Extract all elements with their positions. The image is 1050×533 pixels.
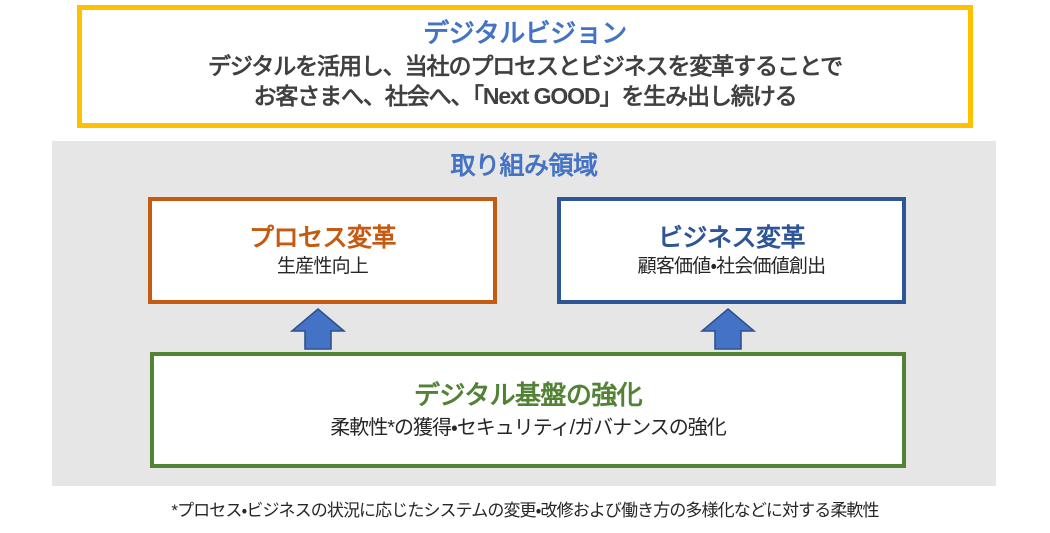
scope-panel-heading: 取り組み領域 (450, 152, 598, 180)
foundation-digital-platform: デジタル基盤の強化 柔軟性*の獲得・セキュリティ/ガバナンスの強化 (150, 352, 906, 468)
pillar-business-title: ビジネス変革 (657, 223, 806, 252)
arrow-up-icon-to-business (700, 307, 756, 351)
arrow-up-icon-to-process (290, 307, 346, 351)
scope-panel: 取り組み領域 プロセス変革 生産性向上 ビジネス変革 顧客価値・社会価値創出 デ… (52, 141, 996, 486)
pillar-business-transformation: ビジネス変革 顧客価値・社会価値創出 (557, 197, 906, 304)
pillar-business-subtitle: 顧客価値・社会価値創出 (637, 255, 826, 277)
foundation-subtitle: 柔軟性*の獲得・セキュリティ/ガバナンスの強化 (330, 416, 727, 439)
footnote: *プロセス・ビジネスの状況に応じたシステムの変更・改修および働き方の多様化などに… (171, 501, 879, 520)
vision-statement-line-1: デジタルを活用し、当社のプロセスとビジネスを変革することで (208, 53, 843, 80)
vision-banner: デジタルビジョン デジタルを活用し、当社のプロセスとビジネスを変革することで お… (77, 5, 973, 128)
vision-statement-line-2: お客さまへ、社会へ、「Next GOOD」を生み出し続ける (253, 83, 797, 110)
foundation-title: デジタル基盤の強化 (413, 380, 643, 411)
vision-title: デジタルビジョン (423, 18, 627, 49)
pillar-process-title: プロセス変革 (248, 223, 397, 252)
pillar-process-transformation: プロセス変革 生産性向上 (148, 197, 497, 304)
pillar-process-subtitle: 生産性向上 (276, 255, 369, 277)
